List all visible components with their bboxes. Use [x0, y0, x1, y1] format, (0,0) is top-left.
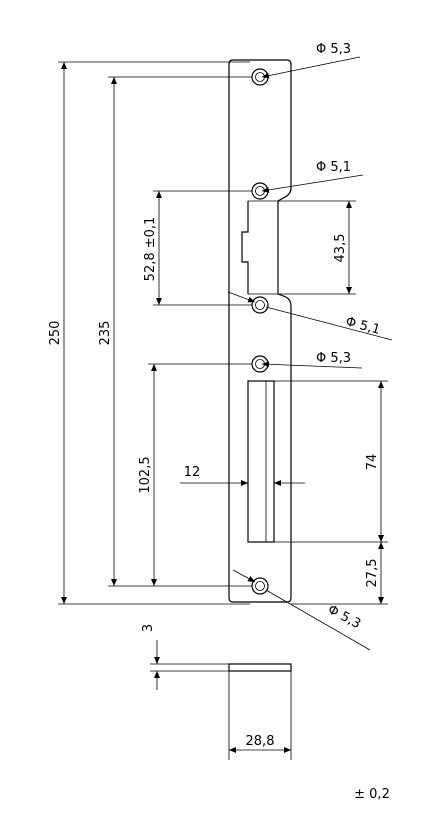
dim-notch-height: 43,5	[333, 234, 348, 263]
dim-hole-spacing-upper: 52,8 ±0,1	[143, 217, 158, 282]
dim-hole-distance-lower: 102,5	[138, 456, 153, 493]
dim-thickness: 3	[141, 624, 156, 632]
dim-slot-width: 12	[184, 465, 201, 480]
leader-hole-third: Φ 5,1	[227, 291, 393, 341]
dim-slot-length: 74	[365, 454, 380, 471]
notch-contour	[241, 201, 249, 294]
strike-plate-outline	[228, 59, 292, 603]
hole-second	[251, 182, 269, 200]
tolerance-note: ± 0,2	[354, 787, 390, 802]
slot	[247, 380, 275, 543]
hole-top-label: Φ 5,3	[316, 42, 351, 57]
dim-total-length: 250	[48, 321, 63, 346]
hole-second-label: Φ 5,1	[316, 160, 351, 175]
leader-hole-second: Φ 5,1	[261, 160, 364, 193]
hole-fourth-label: Φ 5,3	[316, 351, 351, 366]
dim-plate-width: 28,8	[246, 734, 275, 749]
dim-slot-to-bottom: 27,5	[365, 559, 380, 588]
leader-hole-fourth: Φ 5,3	[261, 351, 363, 369]
hole-top	[251, 68, 269, 86]
hole-bottom	[251, 577, 269, 595]
side-view-plate	[228, 663, 292, 672]
hole-third	[251, 296, 269, 314]
leader-hole-top: Φ 5,3	[261, 42, 361, 79]
dim-hole-spacing-outer: 235	[98, 321, 113, 346]
hole-third-label: Φ 5,1	[344, 314, 382, 338]
